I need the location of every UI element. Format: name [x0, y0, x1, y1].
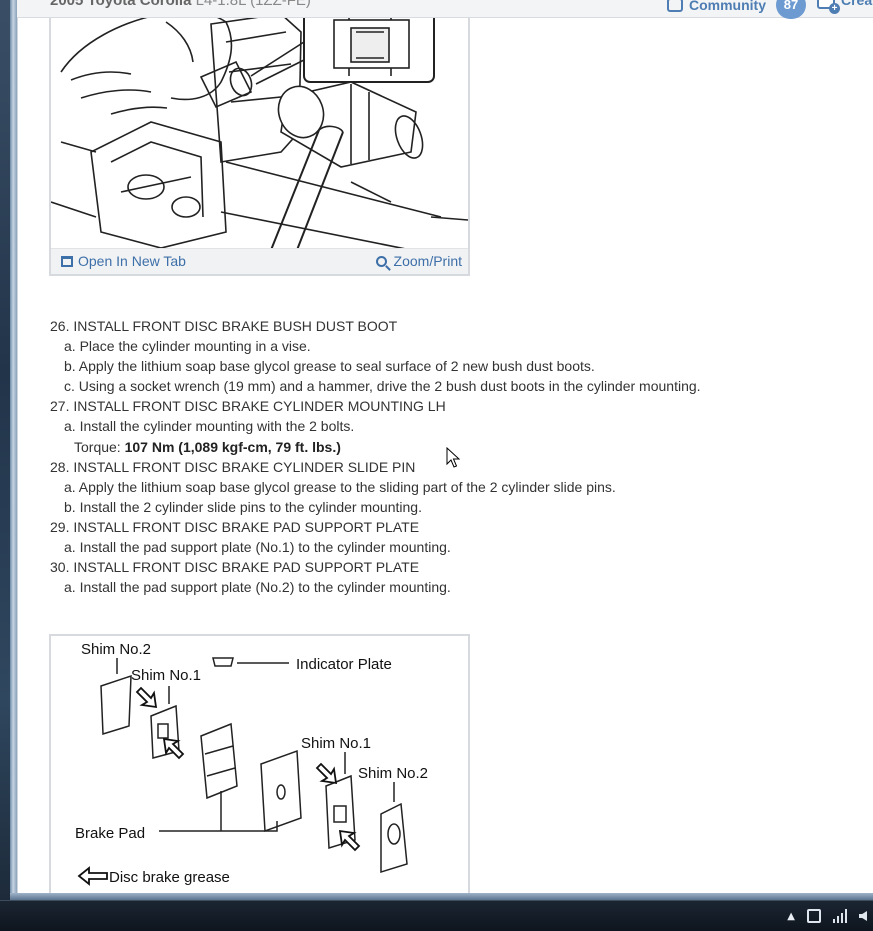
- vehicle-title: 2005 Toyota Corolla L4-1.8L (1ZZ-FE): [50, 0, 311, 9]
- step-item: b. Install the 2 cylinder slide pins to …: [64, 498, 422, 515]
- label-indicator-plate: Indicator Plate: [296, 656, 392, 673]
- volume-icon[interactable]: [859, 911, 867, 921]
- vehicle-name: 2005 Toyota Corolla: [50, 0, 192, 9]
- create-label: Create: [841, 0, 873, 8]
- zoom-print-label: Zoom/Print: [393, 253, 462, 269]
- step-item: a. Apply the lithium soap base glycol gr…: [64, 478, 616, 495]
- torque-label: Torque:: [74, 438, 121, 455]
- community-label: Community: [689, 0, 766, 13]
- step-item: a. Install the pad support plate (No.1) …: [64, 539, 451, 556]
- action-center-icon[interactable]: [807, 909, 821, 923]
- label-shim-no2-left: Shim No.2: [81, 641, 151, 658]
- torque-spec: Torque: 107 Nm (1,089 kgf-cm, 79 ft. lbs…: [50, 437, 850, 457]
- network-signal-icon[interactable]: [833, 909, 847, 923]
- figure-bush-dust-boot-drawing: [51, 2, 468, 250]
- mouse-cursor-icon: [446, 447, 460, 468]
- create-button[interactable]: Create: [817, 0, 873, 14]
- figure-brake-pad-shims: Shim No.2 Shim No.1 Indicator Plate Shim…: [49, 634, 470, 893]
- label-shim-no1-left: Shim No.1: [131, 667, 201, 684]
- procedure-steps: 26. INSTALL FRONT DISC BRAKE BUSH DUST B…: [50, 316, 850, 597]
- step-item: b. Apply the lithium soap base glycol gr…: [64, 358, 595, 375]
- site-header: 2005 Toyota Corolla L4-1.8L (1ZZ-FE) Com…: [17, 0, 873, 19]
- desktop-background: [0, 0, 10, 931]
- step-item: a. Install the cylinder mounting with th…: [64, 418, 355, 435]
- step-heading: 30. INSTALL FRONT DISC BRAKE PAD SUPPORT…: [50, 559, 420, 576]
- label-shim-no1-right: Shim No.1: [301, 735, 371, 752]
- step-heading: 26. INSTALL FRONT DISC BRAKE BUSH DUST B…: [50, 318, 398, 334]
- step-heading: 28. INSTALL FRONT DISC BRAKE CYLINDER SL…: [50, 458, 416, 475]
- create-icon: [817, 0, 840, 14]
- step-item: a. Place the cylinder mounting in a vise…: [64, 338, 311, 355]
- open-in-new-tab-link[interactable]: Open In New Tab: [61, 253, 186, 269]
- open-in-new-tab-label: Open In New Tab: [78, 253, 186, 269]
- new-tab-icon: [61, 255, 73, 267]
- show-hidden-icons-icon[interactable]: ▲: [787, 910, 795, 922]
- page-edge: [17, 0, 18, 893]
- label-brake-pad: Brake Pad: [75, 825, 145, 842]
- zoom-print-link[interactable]: Zoom/Print: [375, 253, 462, 269]
- step-item: c. Using a socket wrench (19 mm) and a h…: [64, 378, 701, 395]
- step-heading: 27. INSTALL FRONT DISC BRAKE CYLINDER MO…: [50, 398, 446, 415]
- community-count-badge: 87: [776, 0, 806, 19]
- taskbar: ▲: [0, 900, 873, 931]
- chat-bubble-icon: [667, 0, 683, 12]
- system-tray: ▲: [787, 909, 867, 923]
- figure-brake-pad-shims-drawing: Shim No.2 Shim No.1 Indicator Plate Shim…: [75, 641, 428, 886]
- browser-page: Open In New Tab Zoom/Print 26. INSTALL F…: [17, 0, 873, 893]
- figure-bush-dust-boot: Open In New Tab Zoom/Print: [49, 0, 470, 276]
- label-shim-no2-right: Shim No.2: [358, 765, 428, 782]
- window-frame-bottom: [10, 893, 873, 900]
- step-heading: 29. INSTALL FRONT DISC BRAKE PAD SUPPORT…: [50, 518, 420, 535]
- figure-toolbar: Open In New Tab Zoom/Print: [51, 248, 468, 274]
- magnifier-icon: [375, 255, 387, 267]
- window-frame-left: [10, 0, 17, 897]
- step-item: a. Install the pad support plate (No.2) …: [64, 579, 451, 596]
- torque-value: 107 Nm (1,089 kgf-cm, 79 ft. lbs.): [124, 438, 341, 455]
- label-disc-brake-grease: Disc brake grease: [109, 869, 230, 886]
- vehicle-engine: L4-1.8L (1ZZ-FE): [195, 0, 311, 9]
- community-button[interactable]: Community 87: [667, 0, 806, 19]
